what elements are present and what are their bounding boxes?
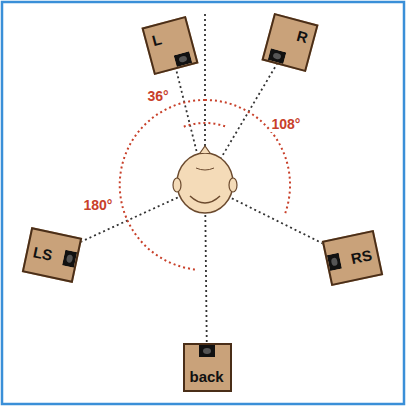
angle-arcs xyxy=(120,100,290,270)
speaker-label: LS xyxy=(32,243,54,264)
speaker-driver xyxy=(199,345,215,357)
driver-body xyxy=(326,253,341,271)
driver-body xyxy=(62,250,77,268)
driver-cone xyxy=(272,52,281,60)
left-surround: LS xyxy=(22,227,82,283)
driver-cone xyxy=(203,348,211,354)
left-speaker: L xyxy=(141,15,198,74)
speaker-driver xyxy=(62,250,77,268)
back-speaker: back xyxy=(183,343,232,392)
driver-body xyxy=(268,48,287,64)
right-surround: RS xyxy=(321,230,382,286)
listener-head xyxy=(173,146,237,213)
speaker-label: R xyxy=(295,26,310,45)
driver-cone xyxy=(66,254,74,263)
right-speaker: R xyxy=(261,12,318,71)
speaker-label: RS xyxy=(349,246,373,267)
speaker-label: back xyxy=(190,368,224,385)
speaker-driver xyxy=(174,51,193,67)
driver-body xyxy=(174,51,193,67)
speaker-label: L xyxy=(150,30,163,49)
angle-label: 108° xyxy=(270,116,303,132)
driver-cone xyxy=(178,55,187,63)
speaker-driver xyxy=(326,253,341,271)
driver-cone xyxy=(330,257,338,266)
driver-body xyxy=(199,345,215,357)
angle-label: 36° xyxy=(145,88,170,104)
angle-label: 180° xyxy=(82,197,115,213)
speaker-driver xyxy=(268,48,287,64)
